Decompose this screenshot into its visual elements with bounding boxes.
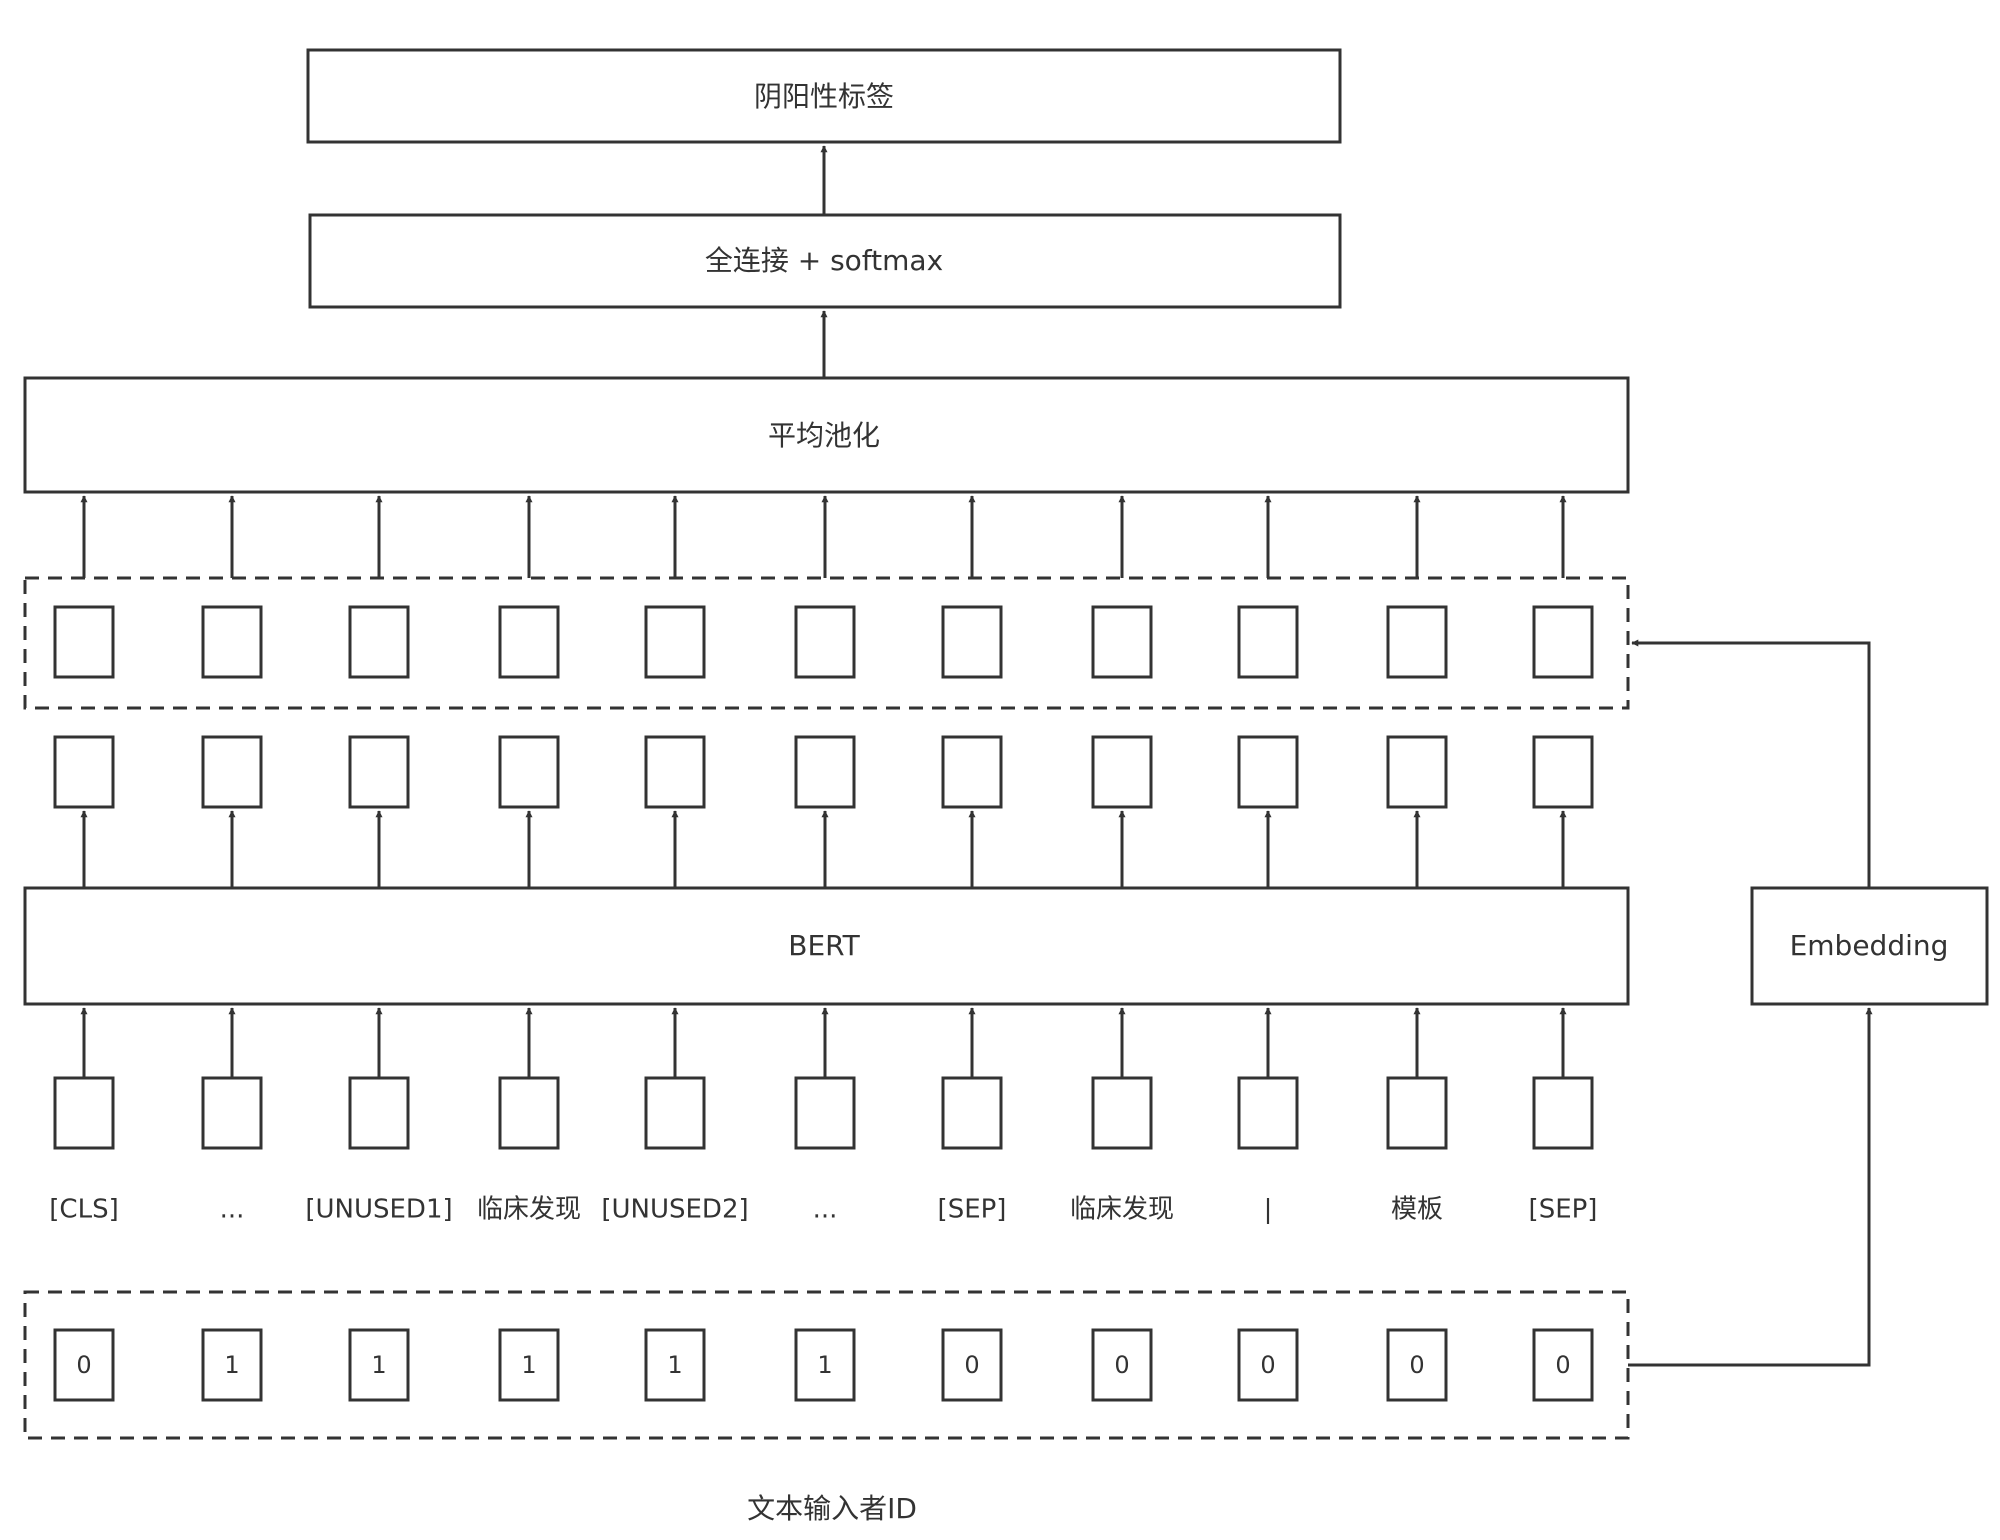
combined-vector-cell [794,605,856,679]
pooling-node: 平均池化 [23,376,1630,494]
input-id-value: 1 [224,1351,239,1379]
embedding-text: Embedding [1790,929,1949,962]
token-label: [UNUSED1] [305,1195,452,1225]
combined-vector-cell [53,605,115,679]
arrow-embedding-to-vectors [1631,639,1871,888]
combined-vector-cell [201,605,263,679]
bert-output-cell [201,735,263,809]
input-id-value: 0 [964,1351,979,1379]
bert-output-cell [1091,735,1153,809]
bert-output-cell [644,735,706,809]
bert-output-cell [348,735,410,809]
pooling-text: 平均池化 [768,419,880,452]
arrow-ids-to-embedding [1628,1007,1873,1367]
input-id-cell [794,1328,856,1402]
token-label: ... [220,1195,245,1225]
bert-output-cell [498,735,560,809]
input-token-cell [941,1076,1003,1150]
token-label: ... [813,1195,838,1225]
input-id-cell [53,1328,115,1402]
combined-vector-cell [1237,605,1299,679]
input-token-cell [348,1076,410,1150]
bert-node: BERT [23,886,1630,1006]
input-token-cell [1237,1076,1299,1150]
input-id-value: 0 [1555,1351,1570,1379]
input-id-value: 1 [371,1351,386,1379]
input-id-value: 1 [521,1351,536,1379]
input-token-cell [1386,1076,1448,1150]
combined-vector-cell [348,605,410,679]
fc-softmax-node: 全连接 + softmax [308,213,1342,309]
bert-text: BERT [788,929,860,962]
bert-output-cell [794,735,856,809]
combined-vector-cell [1091,605,1153,679]
token-label: 临床发现 [477,1195,581,1225]
input-id-value: 0 [1409,1351,1424,1379]
input-id-value: 1 [817,1351,832,1379]
input-id-cell [1532,1328,1594,1402]
bert-output-cell [1532,735,1594,809]
combined-vector-cell [1386,605,1448,679]
combined-vector-cell [498,605,560,679]
input-id-cell [1091,1328,1153,1402]
embedding-node: Embedding [1750,886,1989,1006]
input-token-cell [794,1076,856,1150]
token-label: [CLS] [49,1195,118,1225]
bert-output-cell [1386,735,1448,809]
input-token-cell [53,1076,115,1150]
input-token-cell [201,1076,263,1150]
input-id-cell [498,1328,560,1402]
token-label: 临床发现 [1070,1195,1174,1225]
input-id-cell [201,1328,263,1402]
input-id-value: 0 [1114,1351,1129,1379]
combined-vector-cell [644,605,706,679]
input-token-cell [498,1076,560,1150]
input-id-value: 1 [667,1351,682,1379]
input-id-cell [1237,1328,1299,1402]
combined-vectors-group [23,576,1630,710]
id-caption: 文本输入者ID [747,1492,917,1525]
input-token-cell [1091,1076,1153,1150]
input-token-cell [644,1076,706,1150]
bert-output-cell [53,735,115,809]
input-id-value: 0 [76,1351,91,1379]
fc-softmax-text: 全连接 + softmax [705,244,943,277]
input-id-cell [941,1328,1003,1402]
label-node-text: 阴阳性标签 [754,80,894,113]
bert-output-cell [941,735,1003,809]
token-label: | [1264,1195,1273,1225]
token-label: [SEP] [938,1195,1007,1225]
label-node: 阴阳性标签 [306,48,1342,144]
input-id-cell [1386,1328,1448,1402]
token-label: [SEP] [1529,1195,1598,1225]
token-label: [UNUSED2] [601,1195,748,1225]
input-id-value: 0 [1260,1351,1275,1379]
token-label: 模板 [1391,1195,1443,1225]
input-id-cell [348,1328,410,1402]
token-columns: [CLS] 0... 1 [UNUSED1] 1 临床发现 1 [UNUSED2] 1... 1 [… [49,495,1598,1402]
combined-vector-cell [941,605,1003,679]
combined-vector-cell [1532,605,1594,679]
input-id-cell [644,1328,706,1402]
input-token-cell [1532,1076,1594,1150]
bert-output-cell [1237,735,1299,809]
